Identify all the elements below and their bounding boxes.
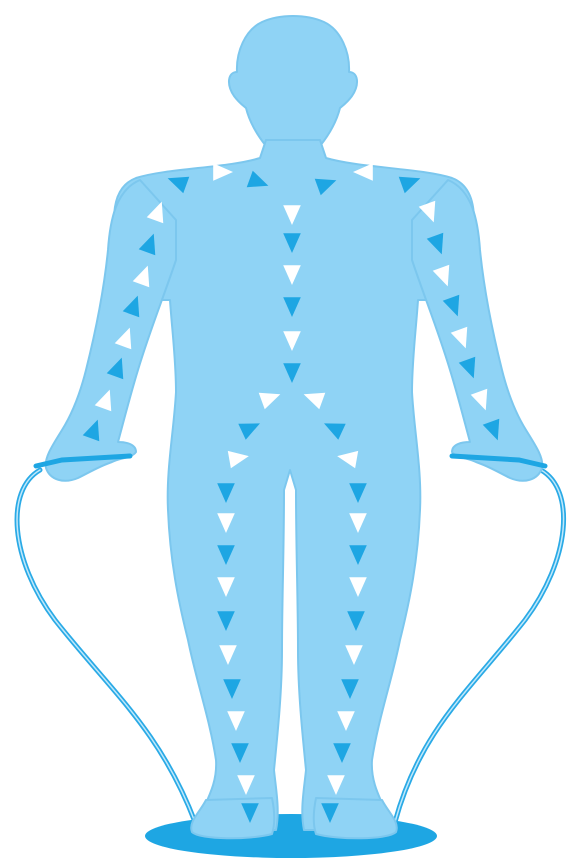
right-arm [412,180,542,481]
head [229,16,357,146]
human-silhouette [46,16,543,838]
left-arm [46,180,176,481]
left-foot [191,798,274,838]
